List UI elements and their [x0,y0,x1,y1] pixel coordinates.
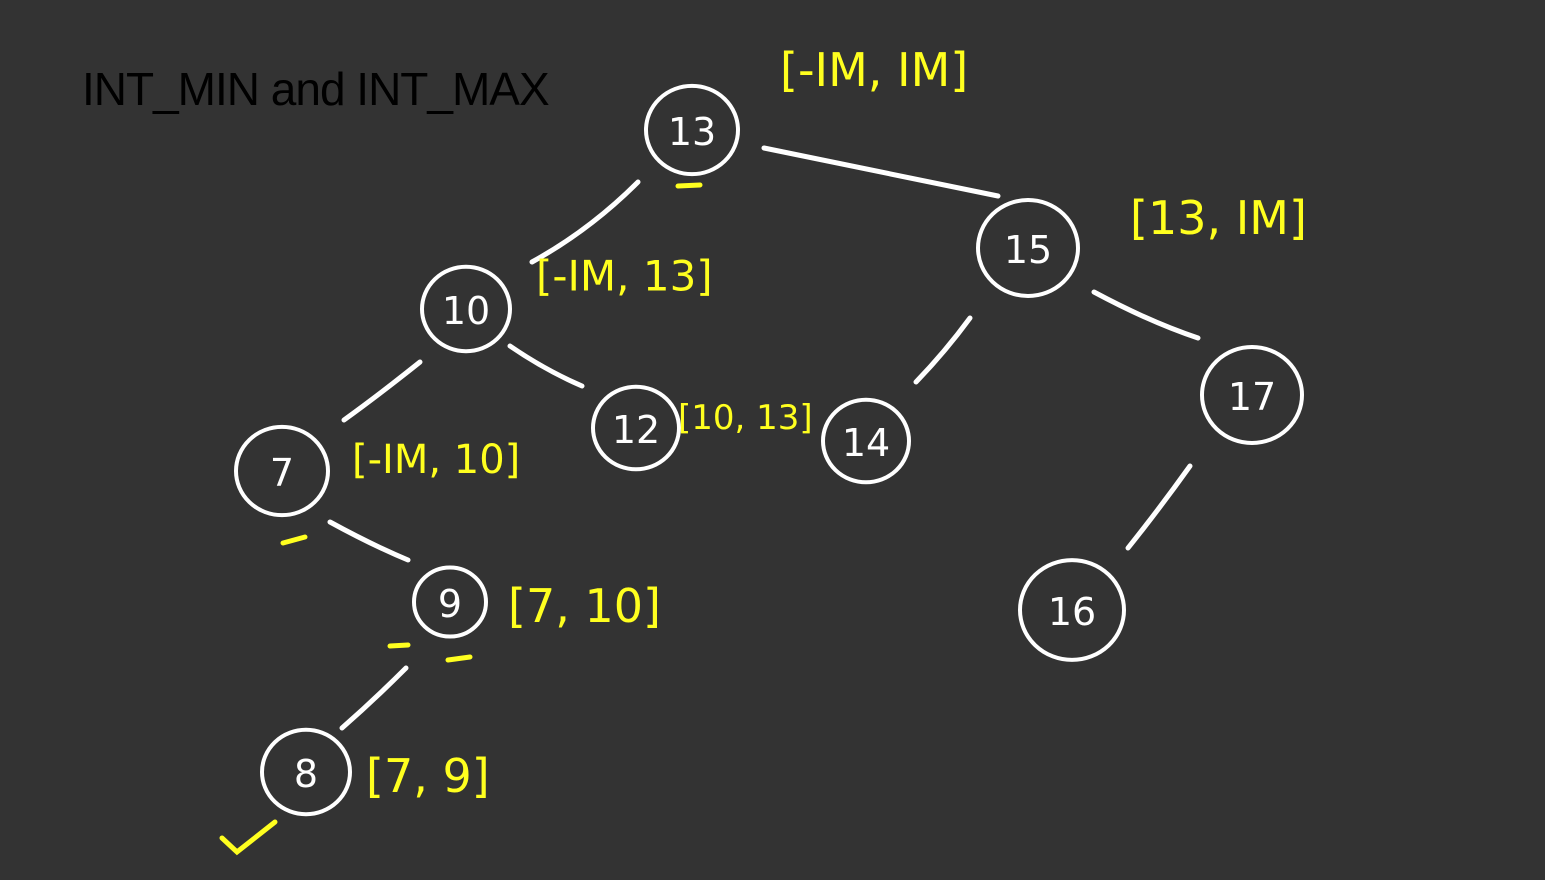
tree-node-10: 10 [420,264,512,354]
tree-node-17: 17 [1200,345,1304,445]
edge-13-15 [761,145,1001,199]
node-value: 12 [612,408,660,452]
tree-node-15: 15 [976,198,1080,298]
tree-node-7: 7 [234,424,330,518]
ranges-layer: [-IM, IM] [-IM, 13] [13, IM] [-IM, 10] [10, … [352,43,1307,803]
underline-mark-9-left [387,642,411,649]
node-value: 8 [294,752,318,796]
node-circle [420,264,512,354]
range-label-13: [-IM, IM] [780,43,968,97]
underline-mark-7 [280,534,308,546]
tree-node-9: 9 [412,565,488,639]
node-value: 7 [270,451,294,495]
nodes-layer: 13 10 15 7 12 14 17 9 16 8 [234,83,1304,817]
node-value: 16 [1048,590,1096,634]
node-circle [1018,558,1126,662]
node-value: 10 [442,289,490,333]
page-title: INT_MIN and INT_MAX [82,63,550,115]
range-label-10: [-IM, 13] [536,252,713,301]
node-circle [976,198,1080,298]
edges-layer [327,145,1201,731]
range-label-12: [10, 13] [678,398,813,438]
node-value: 9 [438,582,462,626]
range-label-8: [7, 9] [366,749,490,803]
edge-15-17 [1091,289,1201,341]
node-circle [234,424,330,518]
node-value: 13 [668,110,716,154]
node-circle [591,384,681,472]
range-label-15: [13, IM] [1130,191,1307,245]
edge-9-8 [339,665,409,731]
edge-13-10 [529,179,641,265]
check-mark-icon [219,819,278,856]
node-circle [1200,345,1304,445]
tree-node-8: 8 [260,727,352,817]
edge-10-7 [341,359,423,423]
node-value: 14 [842,421,890,465]
tree-node-14: 14 [821,397,911,485]
underline-mark-9-right [445,654,473,663]
edge-17-16 [1125,463,1193,551]
tree-node-16: 16 [1018,558,1126,662]
edge-10-12 [507,343,585,389]
node-value: 17 [1228,375,1276,419]
marks-layer [219,182,703,856]
tree-node-13: 13 [644,83,740,177]
node-circle [644,83,740,177]
node-circle [260,727,352,817]
underline-mark-13 [675,182,703,189]
edge-15-14 [913,315,973,385]
node-value: 15 [1004,228,1052,272]
node-circle [821,397,911,485]
node-circle [412,565,488,639]
range-label-9: [7, 10] [508,579,661,633]
tree-node-12: 12 [591,384,681,472]
edge-7-9 [327,519,411,563]
range-label-7: [-IM, 10] [352,437,520,483]
